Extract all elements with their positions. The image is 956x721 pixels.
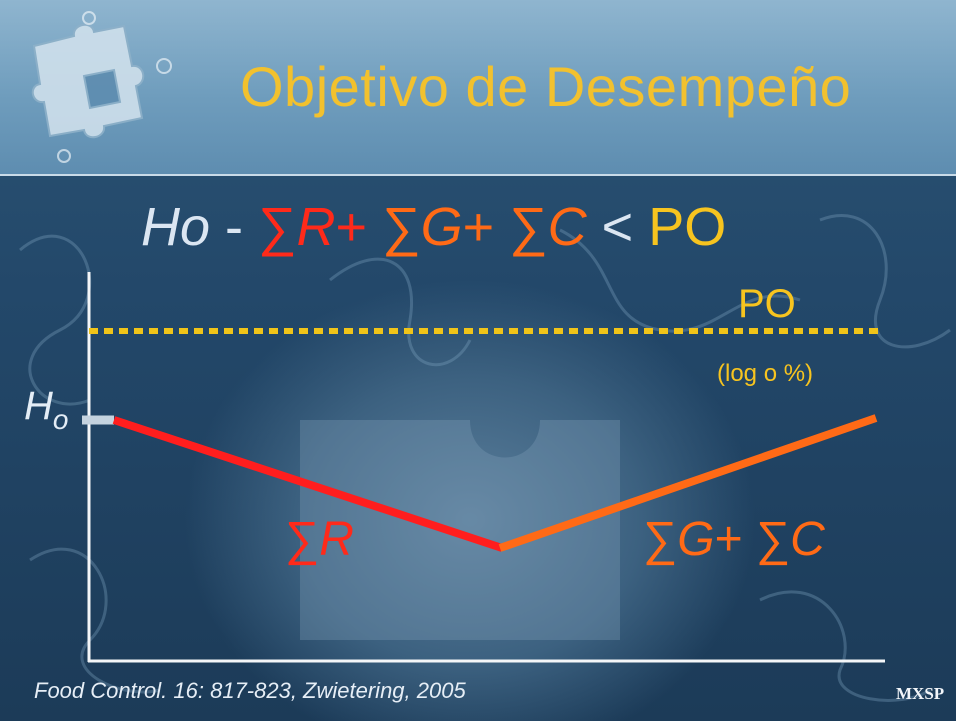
growth-line <box>498 414 878 552</box>
title-bar <box>0 0 956 176</box>
slide-title: Objetivo de Desempeño <box>240 55 852 118</box>
formula-po: PO <box>648 197 727 257</box>
reduction-label-symbol: ∑ <box>285 513 320 566</box>
citation: Food Control. 16: 817-823, Zwietering, 2… <box>34 678 466 703</box>
po-unit-label: (log o %) <box>717 360 814 387</box>
formula-sum-r: R <box>296 197 336 257</box>
performance-objective-formula: Ho - ∑R+ ∑G+ ∑C < PO <box>141 194 726 260</box>
growth-label-c-symbol: ∑ <box>755 513 791 566</box>
formula-sum-c-symbol: ∑ <box>509 197 548 257</box>
puzzle-icon <box>31 11 172 163</box>
formula-sum-r-symbol: ∑ <box>258 197 297 257</box>
growth-label-g-symbol: ∑ <box>643 513 678 566</box>
reduction-label-var: R <box>319 513 354 566</box>
formula-minus: - <box>210 197 259 257</box>
po-label: PO <box>738 282 796 326</box>
formula-less-than: < <box>586 197 649 257</box>
growth-label-plus: + <box>714 513 756 566</box>
formula-sum-g: G <box>420 197 463 257</box>
reduction-line <box>112 416 504 552</box>
formula-sum-g-symbol: ∑ <box>382 197 421 257</box>
formula-plus-2: + <box>462 197 510 257</box>
formula-plus-1: + <box>335 197 383 257</box>
growth-label-g: G <box>677 513 715 566</box>
mxsp-logo: MXSP <box>896 684 945 703</box>
ho-label-main: H <box>24 384 53 428</box>
formula-sum-c: C <box>547 197 587 257</box>
growth-label-c: C <box>790 513 825 566</box>
growth-label: ∑G+ ∑C <box>643 512 825 567</box>
reduction-label: ∑R <box>285 512 354 567</box>
formula-ho: Ho <box>141 197 211 257</box>
ho-label-sub: o <box>52 404 69 435</box>
ho-label: Ho <box>24 384 68 436</box>
